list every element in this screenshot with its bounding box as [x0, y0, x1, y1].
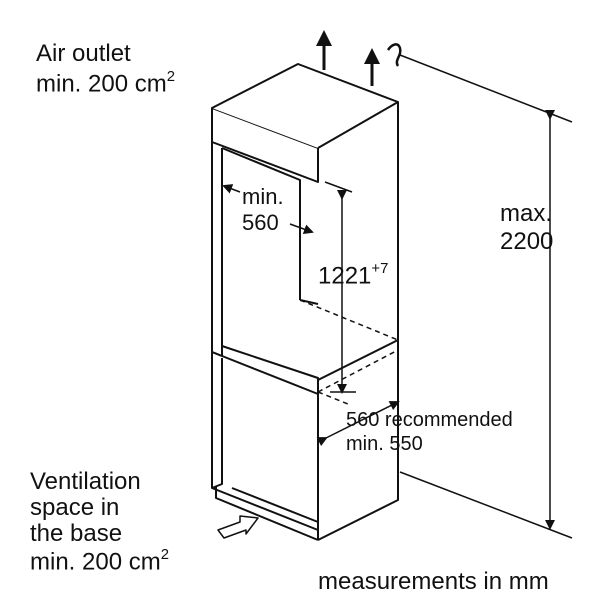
air-outlet-label: Air outlet min. 200 cm2 — [36, 42, 175, 96]
ventilation-inlet-arrow — [217, 515, 259, 539]
depth-dimension — [316, 401, 400, 447]
niche-width-line2: 560 — [242, 210, 279, 235]
depth-line2: min. 550 — [346, 433, 423, 455]
height-dimension-line — [324, 181, 356, 394]
ventilation-line2: space in — [30, 494, 120, 521]
air-outlet-arrows — [316, 30, 402, 86]
ventilation-label: Ventilation space in the base min. 200 c… — [30, 470, 169, 574]
niche-width-label: min. 560 — [242, 186, 284, 234]
ventilation-line1: Ventilation — [30, 468, 141, 495]
niche-height-label: 1221+7 — [318, 262, 388, 288]
cabinet-housing — [211, 63, 399, 541]
max-height-line2: 2200 — [500, 228, 554, 255]
air-outlet-value: min. 200 cm — [36, 70, 167, 98]
max-height-line1: max. — [500, 200, 553, 227]
units-note: measurements in mm — [318, 568, 549, 595]
dashed-guides — [299, 299, 399, 405]
depth-line1: 560 recommended — [346, 409, 513, 431]
depth-label: 560 recommended min. 550 — [346, 410, 513, 454]
ventilation-line4: min. 200 cm2 — [30, 548, 169, 574]
ventilation-superscript: 2 — [160, 547, 169, 563]
max-height-dimension — [399, 54, 573, 539]
width-arrows — [222, 184, 314, 234]
ventilation-value: min. 200 cm — [30, 548, 161, 576]
max-height-label: max. 2200 — [500, 202, 553, 254]
air-outlet-line2: min. 200 cm2 — [36, 70, 175, 96]
niche-width-line1: min. — [242, 184, 284, 209]
air-outlet-line1: Air outlet — [36, 40, 131, 67]
niche-height-tolerance: +7 — [371, 261, 389, 277]
niche-height-value: 1221 — [318, 262, 372, 290]
ventilation-line3: the base — [30, 520, 123, 547]
air-outlet-superscript: 2 — [166, 69, 175, 85]
